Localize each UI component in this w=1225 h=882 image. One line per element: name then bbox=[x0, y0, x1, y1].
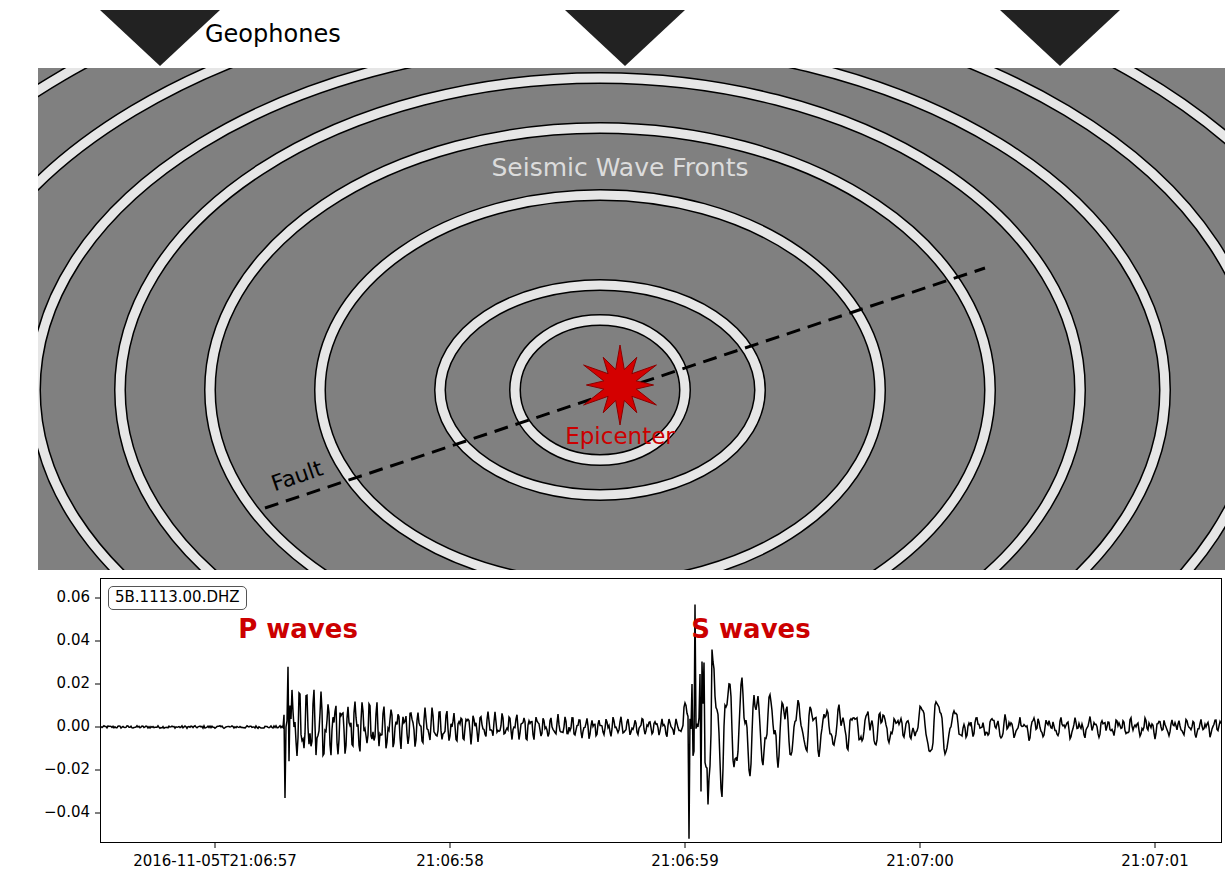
wave-fronts bbox=[38, 68, 1225, 570]
trace-id-box: 5B.1113.00.DHZ bbox=[108, 586, 247, 610]
wave-front-edge bbox=[120, 78, 1080, 570]
wave-front-edge bbox=[38, 68, 1165, 570]
x-tick bbox=[215, 843, 216, 848]
geophone-symbol bbox=[565, 10, 685, 66]
geophone-symbol bbox=[1000, 10, 1120, 66]
wave-label: S waves bbox=[691, 615, 810, 645]
wave-front-edge bbox=[38, 68, 1225, 570]
x-tick bbox=[920, 843, 921, 848]
epicenter-label: Epicenter bbox=[565, 423, 675, 449]
fault-line bbox=[265, 268, 985, 508]
x-tick-label: 2016-11-05T21:06:57 bbox=[133, 853, 297, 870]
x-tick bbox=[450, 843, 451, 848]
wave-front bbox=[38, 68, 1225, 570]
plot-frame bbox=[101, 579, 1222, 843]
wave-front bbox=[515, 320, 685, 460]
wave-front-label: Seismic Wave Fronts bbox=[491, 154, 748, 183]
wave-label: P waves bbox=[238, 615, 358, 645]
wave-front bbox=[440, 285, 760, 495]
y-tick-label: 0.06 bbox=[57, 589, 90, 606]
wave-front-edge bbox=[210, 128, 990, 570]
seismogram-trace bbox=[101, 604, 1221, 838]
wave-front bbox=[120, 78, 1080, 570]
x-tick-label: 21:07:00 bbox=[886, 853, 953, 870]
trace-id: 5B.1113.00.DHZ bbox=[115, 589, 240, 606]
y-tick bbox=[95, 813, 100, 814]
y-tick-label: 0.04 bbox=[57, 632, 90, 649]
x-tick-label: 21:07:01 bbox=[1121, 853, 1188, 870]
x-tick-label: 21:06:59 bbox=[651, 853, 718, 870]
y-tick bbox=[95, 770, 100, 771]
x-tick-label: 21:06:58 bbox=[416, 853, 483, 870]
y-tick bbox=[95, 641, 100, 642]
x-tick bbox=[1155, 843, 1156, 848]
y-tick-label: 0.00 bbox=[57, 718, 90, 735]
wave-front-edge bbox=[320, 195, 880, 570]
wave-front bbox=[320, 195, 880, 570]
y-tick-label: −0.02 bbox=[44, 761, 90, 778]
geophone-symbol bbox=[100, 10, 220, 66]
y-tick-label: −0.04 bbox=[44, 804, 90, 821]
wave-front-edge bbox=[515, 320, 685, 460]
y-tick bbox=[95, 727, 100, 728]
geophone-label: Geophones bbox=[205, 21, 341, 49]
wave-front-edge bbox=[38, 68, 1225, 570]
wave-front-edge bbox=[440, 285, 760, 495]
wave-front-edge bbox=[38, 68, 1225, 570]
y-tick bbox=[95, 598, 100, 599]
wave-front bbox=[38, 68, 1165, 570]
wave-front bbox=[38, 68, 1225, 570]
axis-ticks bbox=[95, 598, 1155, 848]
wave-front bbox=[38, 68, 1225, 570]
wave-front bbox=[210, 128, 990, 570]
y-tick-label: 0.02 bbox=[57, 675, 90, 692]
x-tick bbox=[685, 843, 686, 848]
epicenter-star bbox=[584, 345, 657, 425]
y-tick bbox=[95, 684, 100, 685]
